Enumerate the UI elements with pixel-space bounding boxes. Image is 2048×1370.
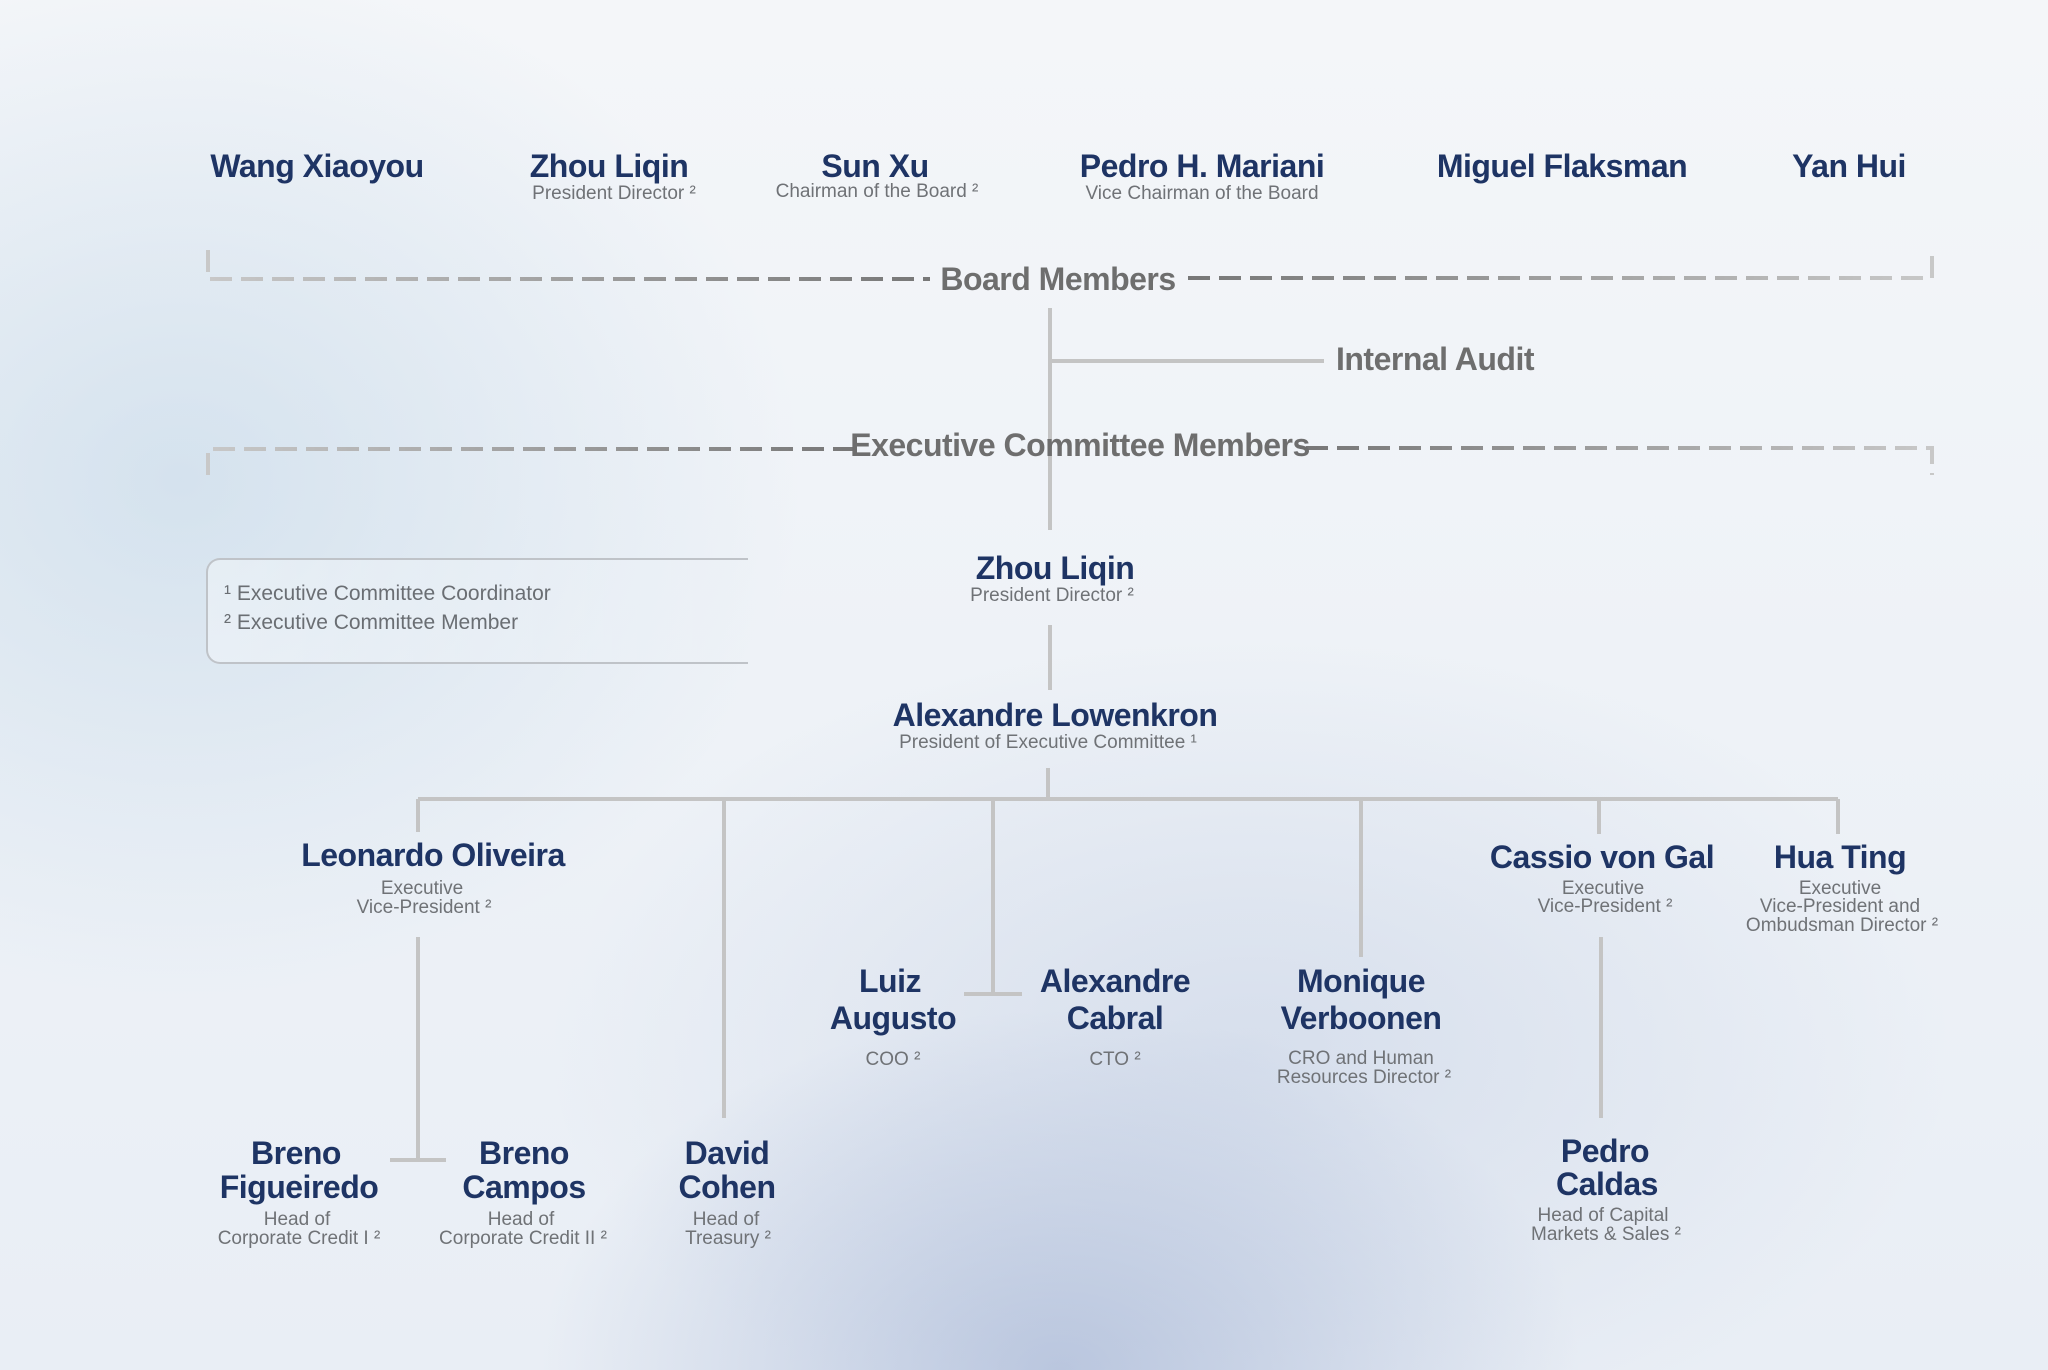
head-name-line: Pedro: [1560, 1133, 1650, 1169]
board-member-name: Zhou Liqin: [529, 148, 689, 184]
board-member-name: Wang Xiaoyou: [210, 148, 424, 184]
board-member-title: Vice Chairman of the Board: [1085, 183, 1319, 204]
vp-title-line: Executive: [1561, 878, 1645, 899]
vp-name-cassio: Cassio von Gal: [1489, 839, 1715, 875]
vp-name-hua: Hua Ting: [1773, 839, 1907, 875]
legend-coordinator: ¹ Executive Committee Coordinator: [224, 582, 551, 605]
board-members-label: Board Members: [940, 261, 1176, 297]
head-title-line: Head of: [692, 1209, 760, 1230]
board-bracket-left: [206, 250, 930, 281]
head-title-line: Head of: [263, 1209, 331, 1230]
head-title-line: Markets & Sales ²: [1531, 1224, 1681, 1245]
cto-name-line: Alexandre: [1039, 963, 1191, 999]
head-name-line: Caldas: [1556, 1166, 1658, 1202]
cto-name-line: Cabral: [1066, 1000, 1164, 1036]
cro-title-line: Resources Director ²: [1276, 1067, 1452, 1088]
board-member-title: Chairman of the Board ²: [775, 181, 979, 202]
legend: ¹ Executive Committee Coordinator ² Exec…: [206, 558, 748, 664]
cro-name-line: Monique: [1296, 963, 1426, 999]
head-name-line: Cohen: [678, 1169, 776, 1205]
cro-name-line: Verboonen: [1280, 1000, 1442, 1036]
board-member-name: Yan Hui: [1792, 148, 1906, 184]
board-member-name: Miguel Flaksman: [1436, 148, 1688, 184]
vp-title-line: Vice-President ²: [1537, 896, 1673, 917]
president-title: President Director ²: [970, 585, 1134, 606]
legend-member: ² Executive Committee Member: [224, 611, 519, 634]
cto-title: CTO ²: [1089, 1049, 1141, 1070]
head-name-line: Campos: [462, 1169, 586, 1205]
vp-title-line: Vice-President ²: [356, 897, 492, 918]
board-member-title: President Director ²: [532, 183, 696, 204]
vp-title-line: Executive: [1798, 878, 1882, 899]
head-title-line: Treasury ²: [685, 1228, 771, 1249]
cro-title-line: CRO and Human: [1288, 1048, 1434, 1069]
head-title-line: Head of Capital: [1537, 1205, 1669, 1226]
coo-name-line: Augusto: [829, 1000, 957, 1036]
head-title-line: Corporate Credit II ²: [439, 1228, 607, 1249]
board-bracket-right: [1188, 250, 1934, 280]
vp-title-line: Executive: [380, 878, 464, 899]
exec-committee-label: Executive Committee Members: [850, 427, 1310, 463]
exec-president-title: President of Executive Committee ¹: [899, 732, 1197, 753]
vp-title-line: Ombudsman Director ²: [1745, 915, 1939, 936]
coo-title: COO ²: [865, 1049, 921, 1070]
coo-name-line: Luiz: [859, 963, 921, 999]
internal-audit-label: Internal Audit: [1335, 341, 1535, 377]
head-title-line: Head of: [487, 1209, 555, 1230]
head-name-line: Breno: [479, 1135, 569, 1171]
head-name-line: Figueiredo: [219, 1169, 379, 1205]
head-title-line: Corporate Credit I ²: [217, 1228, 381, 1249]
head-name-line: David: [684, 1135, 770, 1171]
vp-title-line: Vice-President and: [1759, 896, 1921, 917]
exec-bracket-right: [1306, 446, 1934, 475]
president-name: Zhou Liqin: [975, 550, 1135, 586]
head-name-line: Breno: [251, 1135, 341, 1171]
board-member-name: Sun Xu: [821, 148, 929, 184]
exec-president-name: Alexandre Lowenkron: [892, 697, 1218, 733]
exec-bracket-left: [206, 447, 855, 475]
vp-name-leonardo: Leonardo Oliveira: [301, 837, 565, 873]
board-member-name: Pedro H. Mariani: [1079, 148, 1325, 184]
